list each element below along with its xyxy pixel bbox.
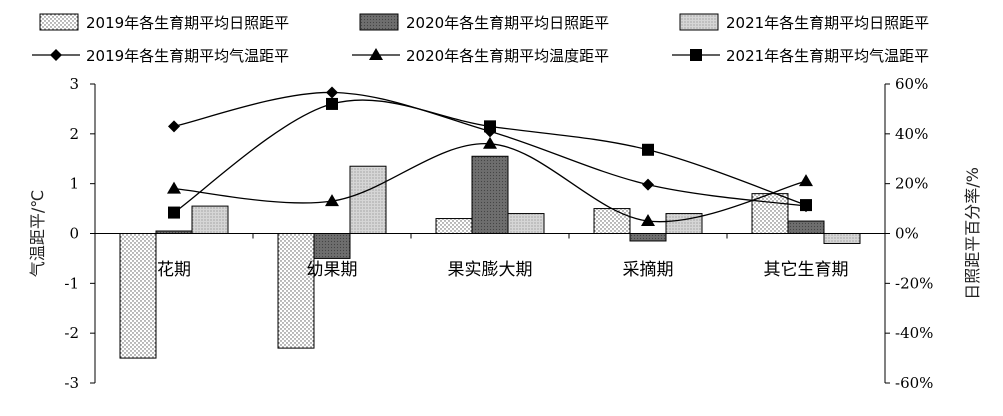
- legend: 2019年各生育期平均日照距平 2020年各生育期平均日照距平 2021年各生育期平…: [32, 13, 929, 65]
- point-square: [484, 120, 496, 133]
- bar-2: [313, 233, 351, 259]
- category-label: 其它生育期: [764, 260, 849, 280]
- bar-1: [435, 218, 473, 235]
- point-triangle: [641, 214, 655, 227]
- left-tick-label: 3: [69, 75, 79, 93]
- bar-2: [155, 230, 193, 234]
- left-tick-label: 1: [69, 175, 79, 193]
- bar-3: [665, 213, 703, 234]
- right-tick-label: -40%: [895, 324, 933, 342]
- category-label: 采摘期: [623, 260, 674, 280]
- bar-3: [349, 165, 387, 235]
- left-tick-label: 2: [69, 125, 79, 143]
- right-tick-label: 0%: [895, 225, 919, 243]
- bar-2: [471, 155, 509, 234]
- category-label: 幼果期: [307, 260, 358, 280]
- category-label: 果实膨大期: [448, 260, 533, 280]
- right-tick-label: -20%: [895, 274, 933, 292]
- point-square: [168, 206, 180, 219]
- right-tick-label: -60%: [895, 374, 933, 392]
- bars: [119, 155, 861, 359]
- legend-marker: [50, 49, 62, 61]
- point-triangle: [799, 174, 813, 187]
- bar-1: [119, 233, 157, 359]
- point-diamond: [642, 178, 654, 191]
- point-triangle: [325, 194, 339, 207]
- point-triangle: [167, 181, 181, 194]
- legend-label: 2020年各生育期平均日照距平: [406, 14, 609, 32]
- right-tick-label: 60%: [895, 75, 928, 93]
- lines: [167, 86, 813, 227]
- bar-1: [593, 208, 631, 234]
- legend-label: 2019年各生育期平均气温距平: [86, 47, 289, 65]
- right-tick-label: 40%: [895, 125, 928, 143]
- y-right-title: 日照距平百分率/%: [963, 167, 982, 300]
- category-label: 花期: [157, 260, 191, 280]
- point-diamond: [326, 86, 338, 99]
- bar-3: [507, 213, 545, 234]
- legend-swatch-bar: [679, 13, 719, 31]
- legend-label: 2020年各生育期平均温度距平: [406, 47, 609, 65]
- point-square: [642, 143, 654, 156]
- left-tick-label: -3: [64, 374, 79, 392]
- point-triangle: [483, 136, 497, 149]
- legend-swatch-bar: [39, 13, 79, 31]
- legend-label: 2021年各生育期平均日照距平: [726, 14, 929, 32]
- point-square: [800, 199, 812, 212]
- left-tick-label: 0: [69, 225, 79, 243]
- point-square: [326, 97, 338, 110]
- legend-swatch-bar: [359, 13, 399, 31]
- legend-marker: [369, 48, 383, 60]
- left-tick-label: -1: [64, 274, 79, 292]
- y-left-title: 气温距平/℃: [28, 190, 47, 277]
- bar-3: [823, 233, 861, 244]
- bar-1: [277, 233, 315, 349]
- labels: 花期 幼果期 果实膨大期 采摘期 其它生育期: [157, 260, 849, 280]
- right-tick-label: 20%: [895, 175, 928, 193]
- bar-1: [751, 193, 789, 234]
- left-tick-label: -2: [64, 324, 79, 342]
- legend-label: 2019年各生育期平均日照距平: [86, 14, 289, 32]
- point-diamond: [168, 120, 180, 133]
- legend-label: 2021年各生育期平均气温距平: [726, 47, 929, 65]
- legend-marker: [690, 49, 702, 61]
- bar-2: [629, 233, 667, 242]
- bar-3: [191, 205, 229, 234]
- bar-2: [787, 220, 825, 235]
